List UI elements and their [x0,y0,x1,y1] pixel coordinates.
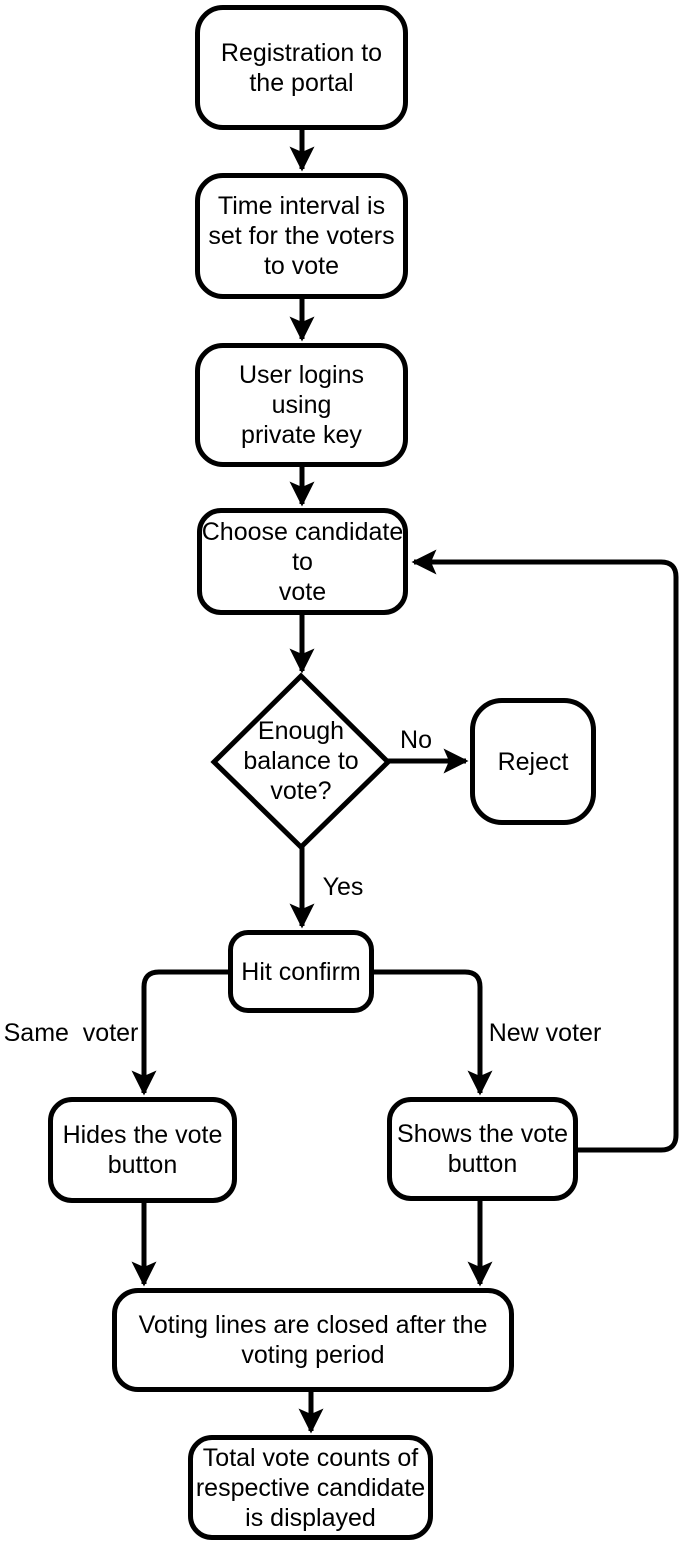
node-user-login-label: User logins using private key [238,361,365,449]
edge-label-yes: Yes [322,873,364,901]
node-time-interval: Time interval is set for the voters to v… [195,173,408,299]
node-shows-vote-button: Shows the vote button [387,1097,578,1201]
decision-diamond-label: Enough balance to vote? [243,717,359,805]
node-time-interval-label: Time interval is set for the voters to v… [208,192,395,280]
node-registration-label: Registration to the portal [220,38,383,97]
node-choose-candidate: Choose candidate to vote [197,508,408,615]
edge-label-same-voter: Same voter [3,1019,139,1047]
node-total-votes: Total vote counts of respective candidat… [188,1435,433,1540]
node-hides-vote-button-label: Hides the vote button [62,1121,223,1179]
node-hit-confirm: Hit confirm [228,930,374,1013]
node-reject-label: Reject [497,747,569,776]
node-shows-vote-button-label: Shows the vote button [397,1120,568,1178]
edge-label-new-voter: New voter [488,1019,602,1047]
decision-diamond-shape [210,672,392,851]
node-voting-closed: Voting lines are closed after the voting… [112,1288,514,1392]
edge-confirm-to-shows [373,969,493,1096]
edge-shows-loop-to-choose [411,549,679,1153]
node-hit-confirm-label: Hit confirm [241,957,361,986]
edge-confirm-to-hides [131,969,228,1096]
node-user-login: User logins using private key [195,343,408,467]
node-reject: Reject [470,698,596,825]
edge-label-no: No [400,726,432,754]
node-hides-vote-button: Hides the vote button [48,1097,237,1203]
node-choose-candidate-label: Choose candidate to vote [201,517,404,606]
node-voting-closed-label: Voting lines are closed after the voting… [138,1311,488,1369]
node-registration: Registration to the portal [195,5,408,130]
node-total-votes-label: Total vote counts of respective candidat… [195,1443,426,1532]
